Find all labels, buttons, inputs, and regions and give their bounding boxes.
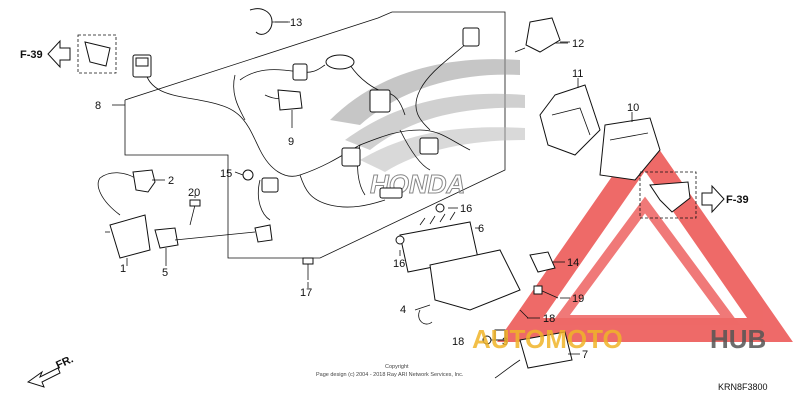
copyright-text: Page design (c) 2004 - 2018 Ray ARI Netw… — [316, 372, 464, 378]
callout-19: 19 — [572, 293, 584, 305]
callout-13: 13 — [290, 17, 302, 29]
callout-12: 12 — [572, 38, 584, 50]
callout-3: 3 — [502, 336, 508, 348]
watermark-logo-triangle — [497, 128, 793, 342]
callout-10: 10 — [627, 102, 639, 114]
watermark-text-hub: HUB — [710, 324, 766, 354]
left-frame-ref[interactable]: F-39 — [20, 49, 43, 61]
callout-2: 2 — [168, 175, 174, 187]
part-7-component — [494, 331, 573, 379]
callout-18-lower: 18 — [452, 336, 464, 348]
left-f39-arrow[interactable] — [47, 39, 71, 69]
part-5-bracket — [154, 227, 179, 262]
right-f39-arrow[interactable] — [701, 184, 725, 214]
harness-outline-frame — [124, 11, 506, 259]
part-16-nut-lower — [395, 235, 405, 245]
front-direction-label: FR. — [54, 353, 75, 371]
part-1-ignition-coil — [97, 172, 151, 262]
part-13-band — [249, 8, 290, 35]
main-wire-harness — [132, 27, 480, 221]
callout-15: 15 — [220, 168, 232, 180]
callout-16-upper: 16 — [460, 203, 472, 215]
diagram-code: KRN8F3800 — [718, 382, 768, 392]
callout-11: 11 — [572, 68, 583, 80]
part-20-bolt — [189, 199, 201, 226]
part-4-mount-bracket — [418, 249, 521, 325]
callout-1: 1 — [120, 263, 126, 275]
part-19-bolt — [533, 285, 559, 299]
callout-20: 20 — [188, 187, 200, 199]
part-16-nut-upper — [435, 203, 445, 213]
part-18-screw-a — [519, 309, 529, 319]
callout-4: 4 — [400, 304, 406, 316]
callout-18-upper: 18 — [543, 313, 555, 325]
callout-8: 8 — [95, 100, 101, 112]
watermark-text-automoto: AUTOMOTO — [472, 324, 623, 354]
part-9-connector — [277, 89, 303, 128]
callout-5: 5 — [162, 267, 168, 279]
sensor-with-lead — [174, 224, 273, 243]
left-reference-box — [77, 34, 117, 74]
part-17-bolt — [302, 257, 314, 280]
front-direction-arrow — [26, 367, 61, 388]
callout-14: 14 — [567, 257, 579, 269]
part-2-plug-cap — [132, 169, 156, 193]
part-11-cover — [539, 78, 601, 156]
callout-17: 17 — [300, 287, 312, 299]
part-12-clip — [514, 17, 570, 53]
callout-7: 7 — [582, 349, 588, 361]
callout-9: 9 — [288, 136, 294, 148]
right-frame-ref[interactable]: F-39 — [726, 194, 749, 206]
callout-6: 6 — [478, 223, 484, 235]
watermark-wordmark: AUTOMOTO HUB — [472, 324, 766, 354]
callout-16-lower: 16 — [393, 258, 405, 270]
part-10-box — [599, 112, 661, 181]
callout-labels: 8 2 13 12 11 10 9 15 20 1 5 17 16 6 16 1… — [95, 17, 639, 361]
right-reference-box — [639, 171, 697, 219]
part-3-grommet — [494, 329, 506, 341]
part-14-clip — [529, 251, 556, 273]
copyright-heading: Copyright — [385, 364, 409, 370]
part-15-nut — [242, 169, 254, 181]
leader-lines — [112, 21, 580, 355]
